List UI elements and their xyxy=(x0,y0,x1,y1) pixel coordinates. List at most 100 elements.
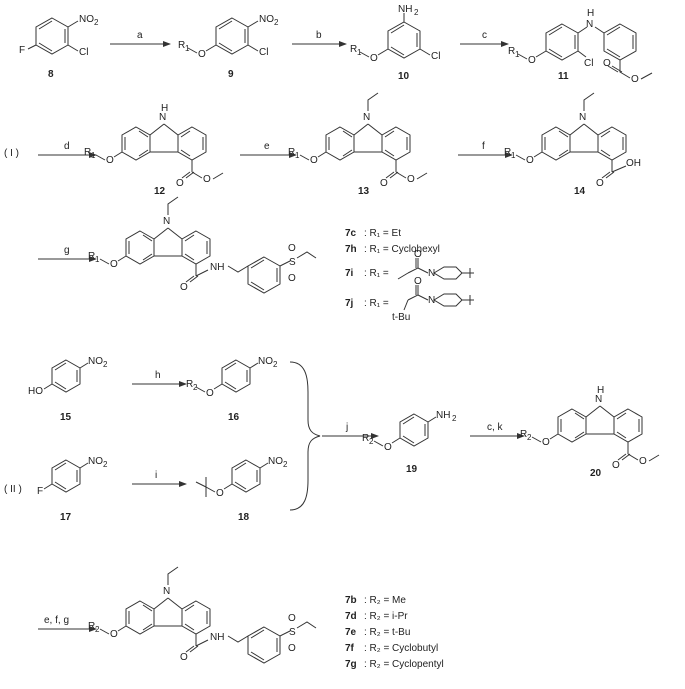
svg-text:O: O xyxy=(370,53,378,64)
svg-text:O: O xyxy=(203,174,211,185)
svg-text:2: 2 xyxy=(414,8,419,17)
svg-text:2: 2 xyxy=(95,625,100,634)
compound-14: N O R 1 O OH 14 xyxy=(504,92,641,197)
svg-text:N: N xyxy=(163,586,170,597)
svg-text:O: O xyxy=(384,442,392,453)
svg-text:2: 2 xyxy=(103,360,108,369)
svg-text:O: O xyxy=(288,643,296,654)
svg-text:R: R xyxy=(84,147,91,158)
svg-text:NO: NO xyxy=(258,356,273,367)
compound-8: NO 2 Cl F 8 xyxy=(19,14,99,80)
series-2-list: 7b : R₂ = Me 7d : R₂ = i-Pr 7e : R₂ = t-… xyxy=(345,595,444,670)
fluoro-label: F xyxy=(19,45,25,56)
svg-text:: R₁ = Cyclohexyl: : R₁ = Cyclohexyl xyxy=(364,244,440,255)
svg-text:R: R xyxy=(88,251,95,262)
compound-number-9: 9 xyxy=(228,69,234,80)
compound-10: NH 2 Cl O R 1 10 xyxy=(350,4,440,82)
svg-text:O: O xyxy=(612,460,620,471)
compound-number-13: 13 xyxy=(358,186,370,197)
svg-text:NO: NO xyxy=(259,14,274,25)
svg-text:O: O xyxy=(288,613,296,624)
series-1-list: 7c : R₁ = Et 7h : R₁ = Cyclohexyl 7i : R… xyxy=(345,228,474,323)
svg-text:N: N xyxy=(579,112,586,123)
svg-text:: R₁ = Et: : R₁ = Et xyxy=(364,228,401,239)
svg-text:: R₂ = Cyclopentyl: : R₂ = Cyclopentyl xyxy=(364,659,444,670)
svg-text:S: S xyxy=(289,257,296,268)
svg-text:O: O xyxy=(526,155,534,166)
reagent-a: a xyxy=(137,30,143,41)
svg-text:1: 1 xyxy=(357,48,362,57)
svg-text:NH: NH xyxy=(398,4,412,15)
svg-text:R: R xyxy=(504,147,511,158)
svg-text:N: N xyxy=(363,112,370,123)
svg-text:O: O xyxy=(288,243,296,254)
svg-text:O: O xyxy=(596,178,604,189)
compound-12: N H O R 1 O O 12 xyxy=(84,103,224,197)
compound-number-16: 16 xyxy=(228,412,240,423)
compound-number-17: 17 xyxy=(60,512,72,523)
svg-text:1: 1 xyxy=(511,151,516,160)
chloro-label: Cl xyxy=(79,47,88,58)
compound-number-20: 20 xyxy=(590,468,602,479)
svg-text:R: R xyxy=(178,40,185,51)
svg-text:NO: NO xyxy=(88,456,103,467)
series2-code-0: 7b xyxy=(345,595,357,606)
svg-text:1: 1 xyxy=(185,44,190,53)
compound-18: NO 2 O 18 xyxy=(195,456,288,523)
series1-code-1: 7h xyxy=(345,244,357,255)
compound-number-11: 11 xyxy=(558,71,569,82)
series2-code-4: 7g xyxy=(345,659,357,670)
svg-text:R: R xyxy=(362,433,369,444)
svg-text:Cl: Cl xyxy=(584,58,593,69)
svg-text:O: O xyxy=(216,488,224,499)
svg-text:O: O xyxy=(110,259,118,270)
svg-text:2: 2 xyxy=(452,414,457,423)
compound-20: N H O R 2 O O 20 xyxy=(520,385,660,479)
series1-code-0: 7c xyxy=(345,228,357,239)
nitro-label: NO xyxy=(79,14,94,25)
svg-text:O: O xyxy=(310,155,318,166)
svg-text:Cl: Cl xyxy=(259,47,268,58)
svg-text:O: O xyxy=(414,249,422,260)
reagent-c: c xyxy=(482,30,487,41)
reagent-g: g xyxy=(64,245,70,256)
final-amide-series-1: N O R 1 O NH S O O xyxy=(88,196,317,294)
reagent-efg: e, f, g xyxy=(44,615,69,626)
svg-text:NH: NH xyxy=(210,632,224,643)
compound-15: NO 2 HO 15 xyxy=(28,356,108,423)
reagent-h: h xyxy=(155,370,161,381)
svg-text:HO: HO xyxy=(28,386,43,397)
reagent-e: e xyxy=(264,141,270,152)
compound-16: NO 2 O R 2 16 xyxy=(186,356,278,423)
svg-text:Cl: Cl xyxy=(431,51,440,62)
reagent-f: f xyxy=(482,141,485,152)
svg-text:O: O xyxy=(603,58,611,69)
svg-text:O: O xyxy=(407,174,415,185)
svg-text:2: 2 xyxy=(94,18,99,27)
svg-text:2: 2 xyxy=(527,433,532,442)
svg-text:O: O xyxy=(106,155,114,166)
svg-text:F: F xyxy=(37,486,43,497)
compound-11: H N O O Cl O R 1 11 xyxy=(508,8,653,85)
svg-text:O: O xyxy=(180,282,188,293)
svg-text:2: 2 xyxy=(193,383,198,392)
svg-text:1: 1 xyxy=(95,255,100,264)
series1-code-3: 7j xyxy=(345,298,354,309)
svg-text:R: R xyxy=(508,46,515,57)
svg-text:2: 2 xyxy=(283,460,288,469)
compound-number-18: 18 xyxy=(238,512,250,523)
svg-text:O: O xyxy=(110,629,118,640)
series2-code-1: 7d xyxy=(345,611,357,622)
final-amide-series-2: N O R 2 O NH S O O xyxy=(88,566,317,664)
svg-text:1: 1 xyxy=(295,151,300,160)
svg-text:NH: NH xyxy=(210,262,224,273)
svg-text:O: O xyxy=(176,178,184,189)
svg-text:OH: OH xyxy=(626,158,641,169)
compound-number-15: 15 xyxy=(60,412,72,423)
svg-text:R: R xyxy=(288,147,295,158)
svg-text:2: 2 xyxy=(273,360,278,369)
svg-text:S: S xyxy=(289,627,296,638)
svg-text:O: O xyxy=(631,74,639,85)
svg-text:H: H xyxy=(587,8,594,19)
svg-text:O: O xyxy=(639,456,647,467)
